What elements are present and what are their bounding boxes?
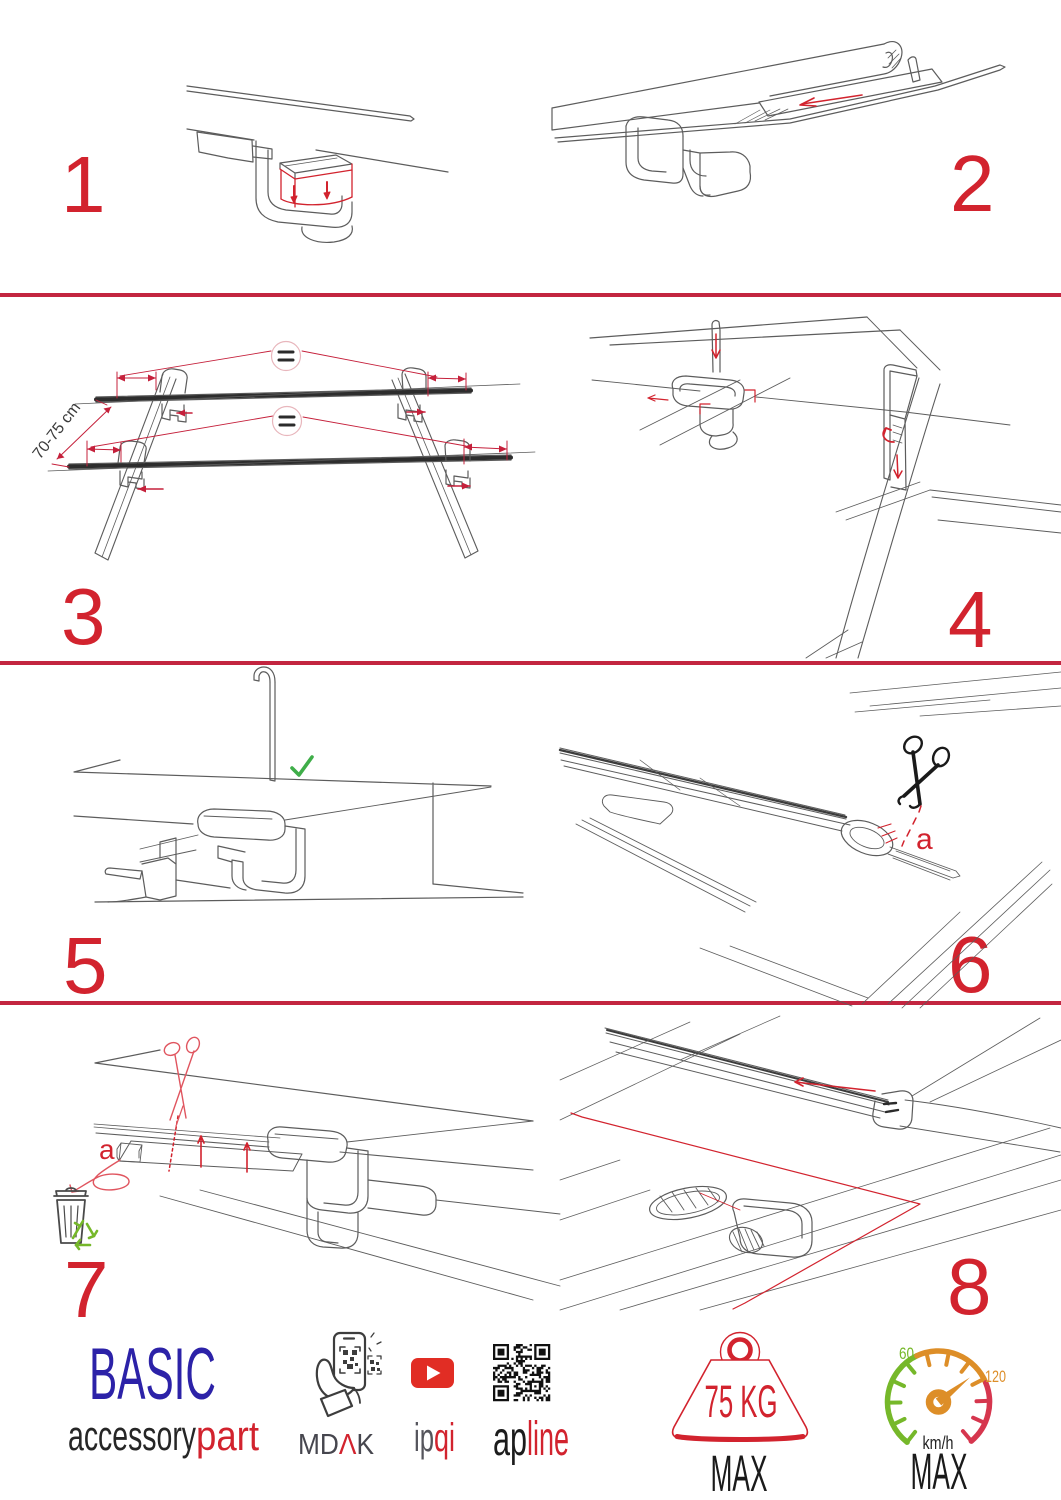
svg-text:ip: ip [414,1416,434,1460]
svg-text:MDΛK: MDΛK [298,1429,375,1461]
svg-text:60: 60 [899,1344,914,1363]
svg-text:BASIC: BASIC [89,1334,216,1415]
svg-text:km/h: km/h [923,1433,954,1453]
svg-text:part: part [196,1412,259,1459]
svg-text:MAX: MAX [711,1445,768,1500]
svg-text:a: a [99,1134,115,1165]
svg-text:MAX: MAX [911,1443,968,1500]
svg-text:75 KG: 75 KG [705,1376,778,1427]
svg-text:line: line [527,1413,569,1466]
svg-text:ap: ap [493,1413,527,1466]
svg-text:accessory: accessory [68,1412,196,1459]
svg-text:qi: qi [434,1416,455,1460]
svg-text:120: 120 [985,1367,1006,1386]
svg-text:a: a [916,823,933,856]
